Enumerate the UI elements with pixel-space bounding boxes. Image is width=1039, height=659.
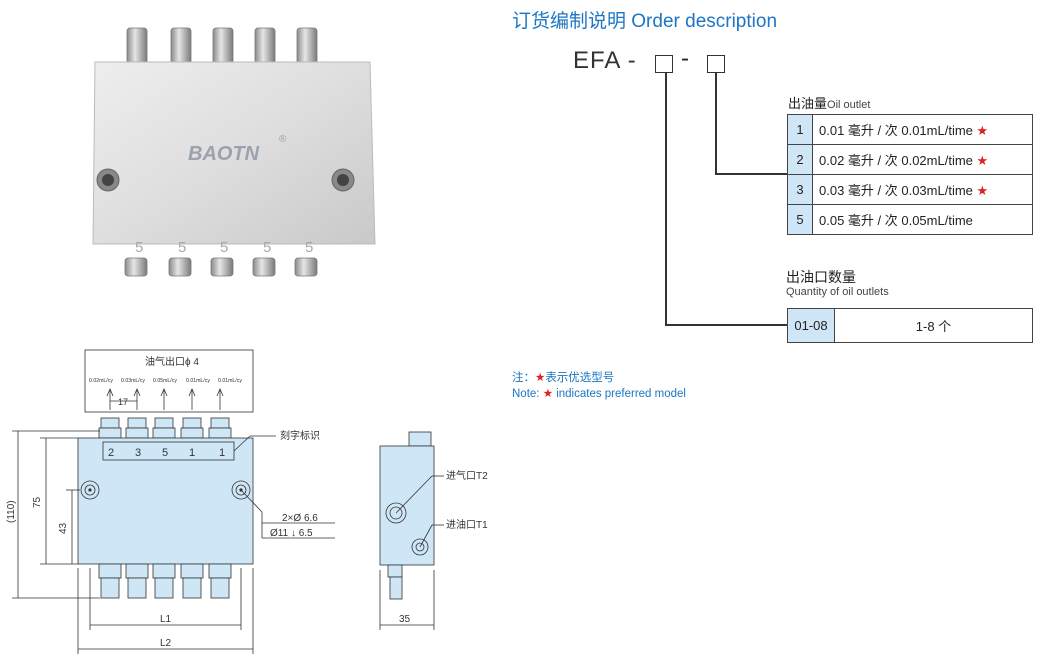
code-slot-outlets <box>655 55 673 73</box>
technical-drawing: 油气出口ϕ 4 0.02mL/cy 0.03mL/cy 0.05mL/cy 0.… <box>6 349 488 654</box>
engraving-mark: 5 <box>162 447 168 459</box>
length-l2: L2 <box>160 638 172 649</box>
flow-label: 0.05mL/cy <box>153 378 177 384</box>
outlet-label-box <box>84 349 254 413</box>
flow-label: 0.03mL/cy <box>121 378 145 384</box>
engraving-mark: 3 <box>135 447 141 459</box>
flow-label: 0.02mL/cy <box>89 378 113 384</box>
connector-line <box>665 73 667 325</box>
engraving-mark: 1 <box>189 447 195 459</box>
registered-mark: ® <box>279 134 287 145</box>
oil-inlet-label: 进油口T1 <box>446 518 488 531</box>
engraving-mark: 2 <box>108 447 114 459</box>
table-row: 5 0.05 毫升 / 次 0.05mL/time <box>787 204 1033 235</box>
product-photo: BAOTN ® 5 5 5 5 5 <box>92 27 376 277</box>
connector-line <box>715 173 787 175</box>
preferred-note: 注：★表示优选型号 Note: ★ indicates preferred mo… <box>512 372 686 400</box>
oil-outlet-caption: 出油量Oil outlet <box>788 96 871 111</box>
height-dim-110: (110) <box>6 500 17 523</box>
table-row: 1 0.01 毫升 / 次 0.01mL/time ★ <box>787 114 1033 145</box>
outlets-caption: 出油口数量 Quantity of oil outlets <box>786 269 889 299</box>
outlet-mark: 5 <box>305 239 313 256</box>
hole-spec-2: Ø11 ↓ 6.5 <box>270 528 313 539</box>
height-dim-43: 43 <box>58 522 69 534</box>
height-dim-75: 75 <box>32 496 43 508</box>
block-body <box>77 437 254 565</box>
connector-line <box>715 73 717 174</box>
air-inlet-label: 进气口T2 <box>446 469 488 482</box>
star-icon: ★ <box>976 183 989 198</box>
width-dim-35: 35 <box>399 614 411 625</box>
hole-spec-1: 2×Ø 6.6 <box>282 513 318 524</box>
oil-outlet-table: 1 0.01 毫升 / 次 0.01mL/time ★ 2 0.02 毫升 / … <box>787 114 1033 235</box>
star-icon: ★ <box>976 123 989 138</box>
order-code-dash: - <box>681 45 689 72</box>
outlets-table: 01-08 1-8 个 <box>787 308 1033 343</box>
outlet-mark: 5 <box>220 239 228 256</box>
pitch-dimension: 17 <box>118 397 128 407</box>
outlet-header: 油气出口ϕ 4 <box>145 355 199 368</box>
table-row: 01-08 1-8 个 <box>787 308 1033 343</box>
order-description-title: 订货编制说明 Order description <box>512 11 778 32</box>
table-row: 3 0.03 毫升 / 次 0.03mL/time ★ <box>787 174 1033 205</box>
side-view-body <box>379 445 435 566</box>
engraving-label: 刻字标识 <box>280 429 320 442</box>
length-l1: L1 <box>160 614 172 625</box>
order-code: EFA - <box>573 47 637 75</box>
star-icon: ★ <box>535 372 546 384</box>
order-code-prefix: EFA - <box>573 47 637 74</box>
star-icon: ★ <box>976 153 989 168</box>
outlet-mark: 5 <box>135 239 143 256</box>
engraving-mark: 1 <box>219 447 225 459</box>
outlet-arrows <box>106 387 224 410</box>
code-slot-oil-volume <box>707 55 725 73</box>
star-icon: ★ <box>542 388 553 400</box>
outlet-mark: 5 <box>178 239 186 256</box>
brand-logo: BAOTN <box>188 143 260 165</box>
flow-label: 0.01mL/cy <box>218 378 242 384</box>
table-row: 2 0.02 毫升 / 次 0.02mL/time ★ <box>787 144 1033 175</box>
connector-line <box>665 324 787 326</box>
flow-label: 0.01mL/cy <box>186 378 210 384</box>
outlet-mark: 5 <box>263 239 271 256</box>
